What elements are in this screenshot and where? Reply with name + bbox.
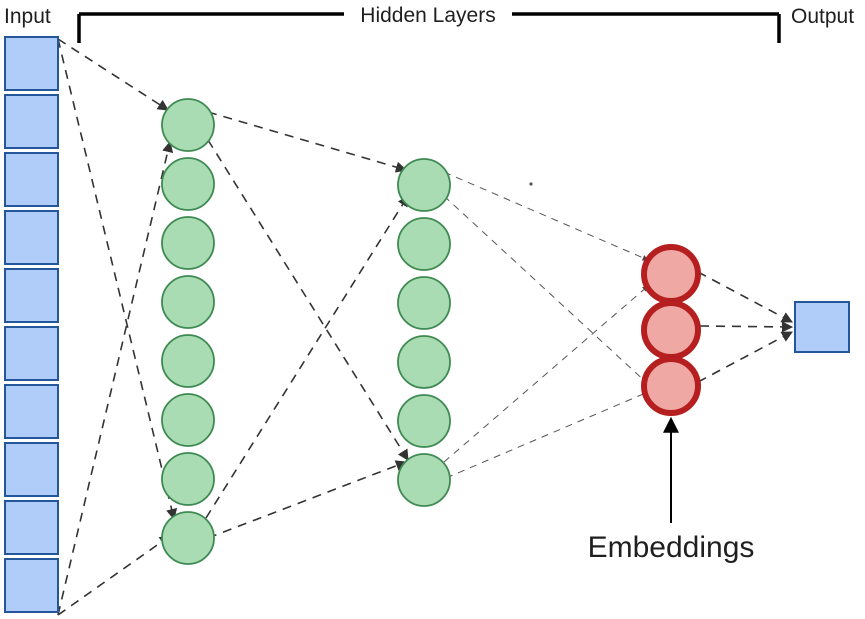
node-hidden-1-8 bbox=[161, 511, 215, 565]
hidden-layers-label: Hidden Layers bbox=[360, 4, 495, 27]
node-hidden-1-2 bbox=[161, 157, 215, 211]
connection-edge bbox=[57, 140, 174, 616]
node-hidden-1-4 bbox=[161, 275, 215, 329]
connection-edge bbox=[207, 111, 408, 173]
node-hidden-1-1 bbox=[161, 98, 215, 152]
node-input-3 bbox=[4, 152, 59, 207]
output-label: Output bbox=[791, 5, 854, 28]
connection-edge bbox=[57, 38, 169, 111]
stray-dot-artifact bbox=[529, 182, 533, 186]
connection-edge bbox=[443, 195, 649, 385]
connection-edge bbox=[445, 391, 649, 479]
embeddings-callout-label: Embeddings bbox=[588, 531, 755, 564]
input-label: Input bbox=[4, 5, 51, 28]
input-layer-group bbox=[4, 36, 59, 613]
node-input-9 bbox=[4, 500, 59, 555]
connection-edge bbox=[443, 171, 649, 261]
node-embeddings-3 bbox=[641, 356, 701, 416]
node-input-1 bbox=[4, 36, 59, 91]
hidden-layer-1-group bbox=[161, 98, 215, 565]
node-hidden-2-6 bbox=[397, 453, 451, 507]
connection-edge bbox=[443, 285, 649, 463]
node-input-8 bbox=[4, 442, 59, 497]
node-input-4 bbox=[4, 210, 59, 265]
node-input-5 bbox=[4, 268, 59, 323]
connection-edge bbox=[205, 195, 409, 519]
node-hidden-2-2 bbox=[397, 217, 451, 271]
node-hidden-1-5 bbox=[161, 334, 215, 388]
node-embeddings-1 bbox=[641, 244, 701, 304]
connection-edge bbox=[207, 139, 409, 461]
node-hidden-1-3 bbox=[161, 216, 215, 270]
node-input-2 bbox=[4, 94, 59, 149]
connection-edge bbox=[697, 331, 793, 383]
connection-edge bbox=[207, 460, 408, 539]
connection-edge bbox=[697, 271, 793, 323]
node-embeddings-2 bbox=[641, 300, 701, 360]
node-input-10 bbox=[4, 558, 59, 613]
node-hidden-2-5 bbox=[397, 394, 451, 448]
node-hidden-1-7 bbox=[161, 452, 215, 506]
node-input-7 bbox=[4, 384, 59, 439]
hidden-layer-2-group bbox=[397, 158, 451, 507]
connection-edge bbox=[57, 38, 178, 521]
connection-edge bbox=[57, 535, 171, 616]
node-hidden-2-3 bbox=[397, 276, 451, 330]
node-hidden-2-4 bbox=[397, 335, 451, 389]
embedding-layer-group bbox=[641, 244, 701, 416]
output-layer-group bbox=[794, 301, 850, 353]
node-input-6 bbox=[4, 326, 59, 381]
hidden-layers-bracket bbox=[77, 12, 781, 43]
node-hidden-2-1 bbox=[397, 158, 451, 212]
node-hidden-1-6 bbox=[161, 393, 215, 447]
edges-group bbox=[57, 38, 794, 616]
node-output-1 bbox=[794, 301, 850, 353]
connection-edge bbox=[699, 321, 794, 333]
